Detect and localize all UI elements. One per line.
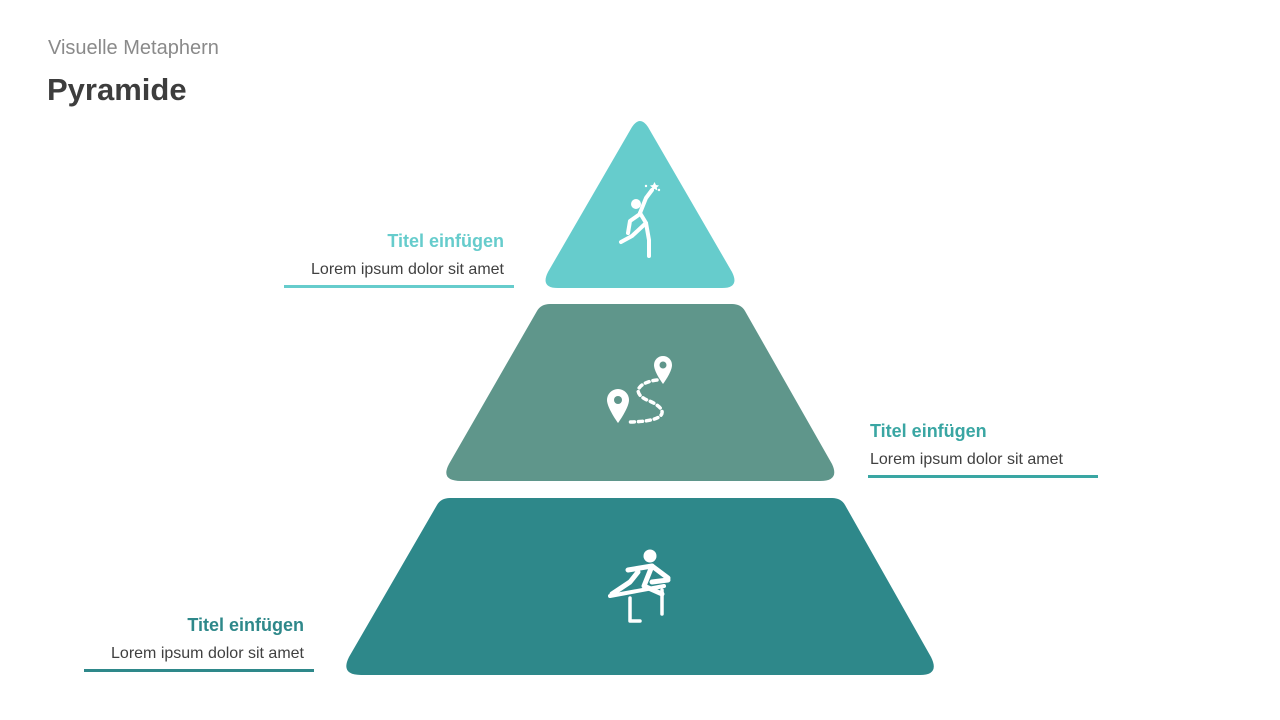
level-3-underline xyxy=(84,669,314,672)
level-2-title: Titel einfügen xyxy=(870,421,987,441)
level-1-underline xyxy=(284,285,514,288)
level-3-label: Titel einfügen Lorem ipsum dolor sit ame… xyxy=(84,615,314,672)
level-3-title: Titel einfügen xyxy=(187,615,304,635)
achievement-star-icon xyxy=(619,182,661,258)
level-2-underline xyxy=(868,475,1098,478)
pyramid-level-3 xyxy=(346,498,934,675)
level-1-label: Titel einfügen Lorem ipsum dolor sit ame… xyxy=(284,231,514,288)
route-map-pins-icon xyxy=(607,356,672,424)
slide-kicker: Visuelle Metaphern xyxy=(48,37,219,59)
hurdle-runner-icon xyxy=(608,549,671,623)
slide-title: Pyramide xyxy=(47,72,187,107)
level-2-text: Lorem ipsum dolor sit amet xyxy=(870,451,1063,468)
level-1-text: Lorem ipsum dolor sit amet xyxy=(311,261,504,278)
level-3-text: Lorem ipsum dolor sit amet xyxy=(111,645,304,662)
level-2-label: Titel einfügen Lorem ipsum dolor sit ame… xyxy=(868,421,1098,478)
level-1-title: Titel einfügen xyxy=(387,231,504,251)
